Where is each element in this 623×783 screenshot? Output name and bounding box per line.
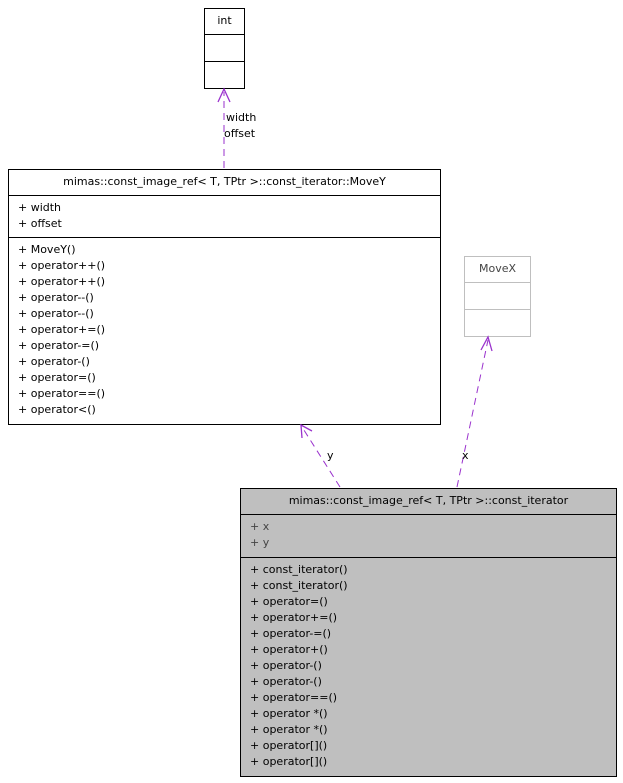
arrowhead-movey [300,423,313,439]
method: + operator==() [250,691,338,704]
method: + operator *() [250,723,328,736]
edge-label-y: y [327,449,334,462]
method: + operator[]() [250,739,328,752]
method: + operator==() [18,387,106,400]
attribute: + x [250,520,270,533]
method: + operator-() [250,659,322,672]
method: + operator[]() [250,755,328,768]
method: + operator+() [250,643,328,656]
arrowhead-int [217,87,231,103]
method: + operator+=() [250,611,338,624]
edge-iter-to-movey [301,426,341,488]
edge-label-width: width [226,111,257,124]
attribute: + offset [18,217,62,230]
class-movex-attributes [465,283,530,310]
method: + operator=() [18,371,96,384]
edge-label-x: x [462,449,469,462]
class-const-iterator-attributes: + x + y [241,515,616,558]
method: + operator-() [18,355,90,368]
class-movey-attributes: + width + offset [9,196,440,238]
method: + operator+=() [18,323,106,336]
attribute: + width [18,201,62,214]
method: + operator--() [18,291,94,304]
class-int-attributes [205,35,244,62]
class-movex-title: MoveX [465,257,530,283]
arrowhead-movex [480,335,493,352]
class-int-methods [205,62,244,88]
method: + operator++() [18,259,106,272]
method: + operator<() [18,403,96,416]
method: + operator--() [18,307,94,320]
method: + operator-() [250,675,322,688]
class-movey-methods: + MoveY() + operator++() + operator++() … [9,238,440,418]
method: + const_iterator() [250,563,348,576]
method: + const_iterator() [250,579,348,592]
class-movex[interactable]: MoveX [464,256,531,337]
class-movex-methods [465,310,530,336]
class-const-iterator-methods: + const_iterator() + const_iterator() + … [241,558,616,770]
edge-label-offset: offset [224,127,256,140]
method: + MoveY() [18,243,76,256]
method: + operator-=() [18,339,100,352]
method: + operator-=() [250,627,332,640]
attribute: + y [250,536,270,549]
class-int-title: int [205,9,244,35]
edge-iter-to-movex [456,339,489,488]
method: + operator++() [18,275,106,288]
class-movey-title: mimas::const_image_ref< T, TPtr >::const… [9,170,440,196]
class-const-iterator-title: mimas::const_image_ref< T, TPtr >::const… [241,489,616,515]
class-const-iterator[interactable]: mimas::const_image_ref< T, TPtr >::const… [240,488,617,777]
class-movey[interactable]: mimas::const_image_ref< T, TPtr >::const… [8,169,441,425]
method: + operator *() [250,707,328,720]
class-int[interactable]: int [204,8,245,89]
method: + operator=() [250,595,328,608]
